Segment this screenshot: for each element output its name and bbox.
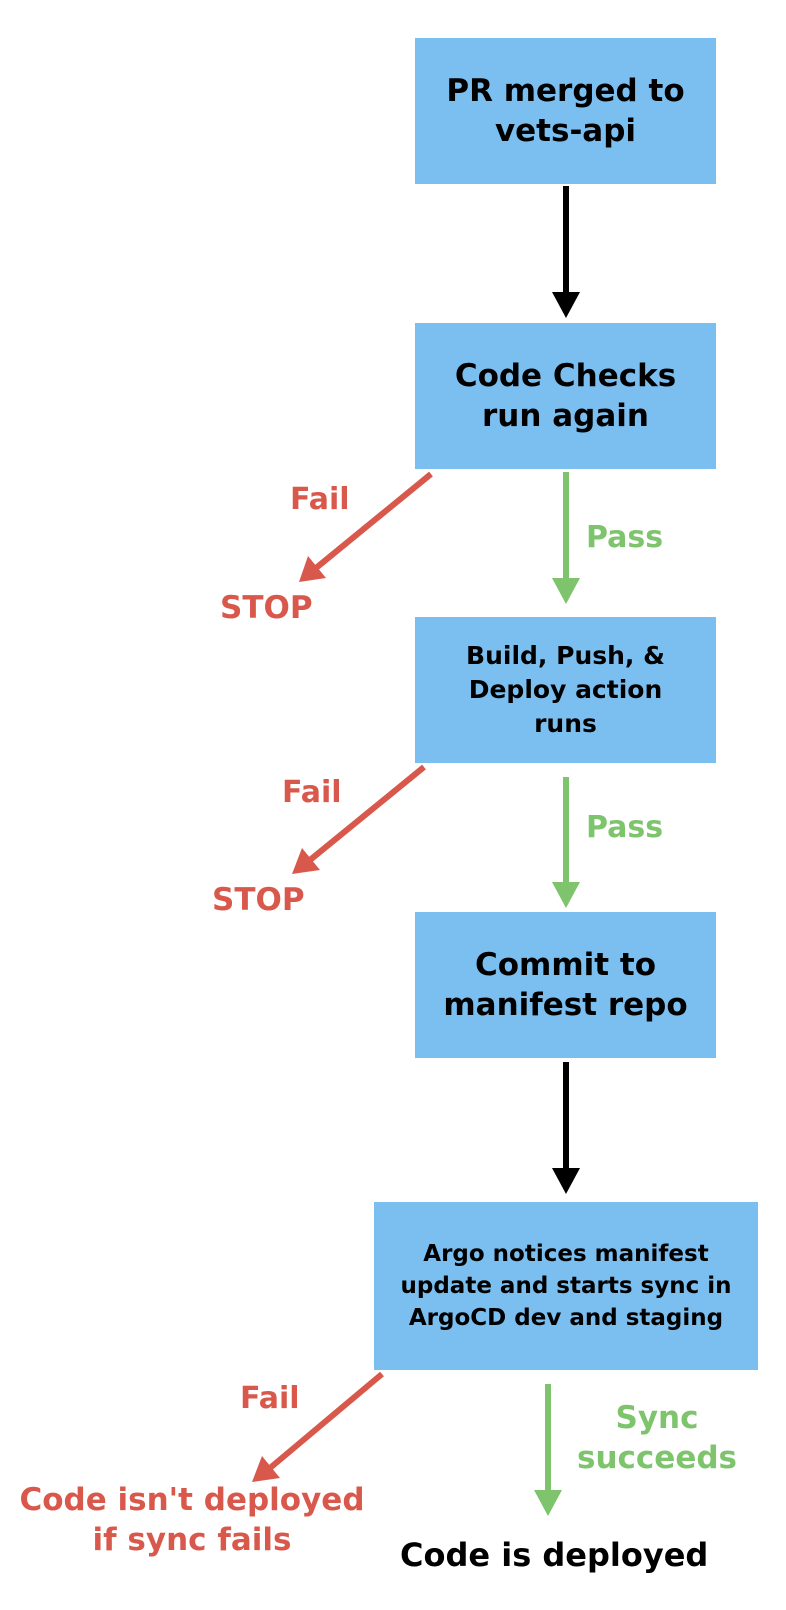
arrow-checks-pass-head bbox=[552, 578, 580, 604]
node-argo-sync-line3: ArgoCD dev and staging bbox=[408, 1305, 724, 1331]
label-sync-succeeds: Sync succeeds bbox=[570, 1398, 744, 1478]
arrow-argo-fail bbox=[268, 1371, 384, 1471]
node-code-checks-line2: run again bbox=[482, 398, 649, 434]
node-pr-merged-line1: PR merged to bbox=[446, 73, 685, 109]
node-build-push-line2: Deploy action bbox=[468, 675, 663, 704]
node-code-checks: Code Checks run again bbox=[415, 323, 716, 469]
outcome-deployed: Code is deployed bbox=[400, 1536, 709, 1574]
arrow-commit-to-argo-head bbox=[552, 1168, 580, 1194]
node-build-push-line3: runs bbox=[534, 709, 597, 738]
node-commit-manifest-line2: manifest repo bbox=[443, 987, 688, 1023]
label-pass-2: Pass bbox=[586, 810, 664, 845]
label-stop-1: STOP bbox=[220, 590, 313, 626]
label-fail-2: Fail bbox=[282, 775, 342, 810]
arrow-argo-sync-succeeds-head bbox=[534, 1490, 562, 1516]
outcome-not-deployed-line1: Code isn't deployed bbox=[19, 1482, 365, 1518]
arrow-build-fail bbox=[308, 764, 426, 863]
node-commit-manifest-line1: Commit to bbox=[474, 947, 656, 983]
node-build-push: Build, Push, & Deploy action runs bbox=[415, 617, 716, 763]
outcome-not-deployed-line2: if sync fails bbox=[92, 1522, 292, 1558]
arrow-argo-fail-head bbox=[252, 1456, 280, 1482]
label-sync-succeeds-line2: succeeds bbox=[577, 1440, 737, 1476]
label-pass-1: Pass bbox=[586, 520, 664, 555]
arrow-pr-to-checks-head bbox=[552, 292, 580, 318]
node-pr-merged-line2: vets-api bbox=[494, 113, 637, 149]
node-argo-sync-line1: Argo notices manifest bbox=[423, 1241, 709, 1267]
node-argo-sync: Argo notices manifest update and starts … bbox=[374, 1202, 758, 1370]
node-argo-sync-line2: update and starts sync in bbox=[400, 1273, 732, 1299]
arrow-build-pass-head bbox=[552, 882, 580, 908]
arrow-checks-fail-head bbox=[299, 556, 326, 582]
node-pr-merged: PR merged to vets-api bbox=[415, 38, 716, 184]
label-stop-2: STOP bbox=[212, 882, 305, 918]
label-sync-succeeds-line1: Sync bbox=[615, 1400, 699, 1436]
node-commit-manifest: Commit to manifest repo bbox=[415, 912, 716, 1058]
node-build-push-line1: Build, Push, & bbox=[466, 641, 665, 670]
label-fail-1: Fail bbox=[290, 482, 350, 517]
label-fail-3: Fail bbox=[240, 1381, 300, 1416]
arrow-build-fail-head bbox=[292, 848, 320, 874]
outcome-not-deployed: Code isn't deployed if sync fails bbox=[12, 1480, 372, 1560]
node-code-checks-line1: Code Checks bbox=[454, 358, 677, 394]
arrow-checks-fail bbox=[314, 471, 433, 571]
